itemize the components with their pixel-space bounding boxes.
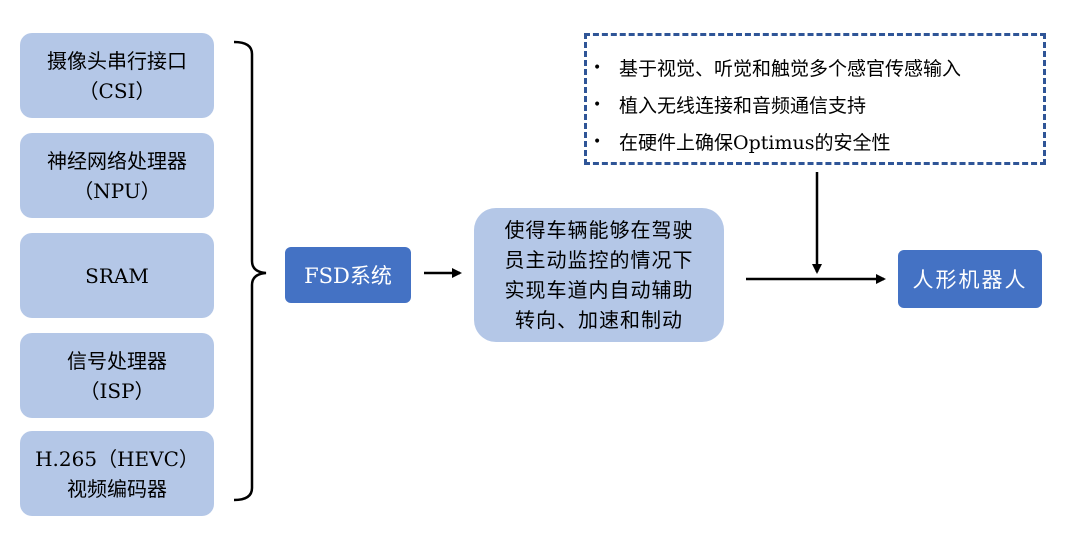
description-line-3: 实现车道内自动辅助 [504,278,694,302]
input-box-sram-line1: SRAM [85,263,149,288]
input-box-csi-line2: （CSI） [78,78,156,103]
humanoid-robot-label: 人形机器人 [912,268,1028,292]
input-box-hevc: H.265（HEVC） 视频编码器 [20,431,214,516]
input-box-isp-line2: （ISP） [79,378,155,403]
input-box-hevc-line1: H.265（HEVC） [35,446,199,471]
input-box-hevc-line2: 视频编码器 [67,476,167,501]
input-box-npu-line2: （NPU） [73,178,161,203]
feature-item-text: 在硬件上确保Optimus的安全性 [619,132,891,154]
input-box-csi-line1: 摄像头串行接口 [47,48,187,73]
feature-item-text: 基于视觉、听觉和触觉多个感官传感输入 [619,58,962,80]
input-box-isp: 信号处理器 （ISP） [20,333,214,418]
input-box-npu: 神经网络处理器 （NPU） [20,133,214,218]
humanoid-robot-box: 人形机器人 [898,250,1042,308]
input-box-npu-line1: 神经网络处理器 [47,148,187,173]
input-box-csi: 摄像头串行接口 （CSI） [20,33,214,118]
description-line-2: 员主动监控的情况下 [504,248,694,272]
input-box-isp-line1: 信号处理器 [67,348,167,373]
input-box-sram: SRAM [20,233,214,318]
feature-item: • 基于视觉、听觉和触觉多个感官传感输入 [593,54,961,81]
description-line-4: 转向、加速和制动 [515,308,683,332]
bullet-icon: • [593,96,602,113]
feature-item: • 植入无线连接和音频通信支持 [593,91,866,118]
description-box: 使得车辆能够在驾驶 员主动监控的情况下 实现车道内自动辅助 转向、加速和制动 [474,208,724,342]
fsd-system-box: FSD系统 [285,247,411,303]
feature-item: • 在硬件上确保Optimus的安全性 [593,128,890,155]
description-line-1: 使得车辆能够在驾驶 [504,218,694,242]
bullet-icon: • [593,59,602,76]
feature-item-text: 植入无线连接和音频通信支持 [619,95,867,117]
bullet-icon: • [593,133,602,150]
features-panel: • 基于视觉、听觉和触觉多个感官传感输入 • 植入无线连接和音频通信支持 • 在… [584,33,1046,165]
bracket [233,40,267,502]
fsd-system-label: FSD系统 [304,264,392,288]
